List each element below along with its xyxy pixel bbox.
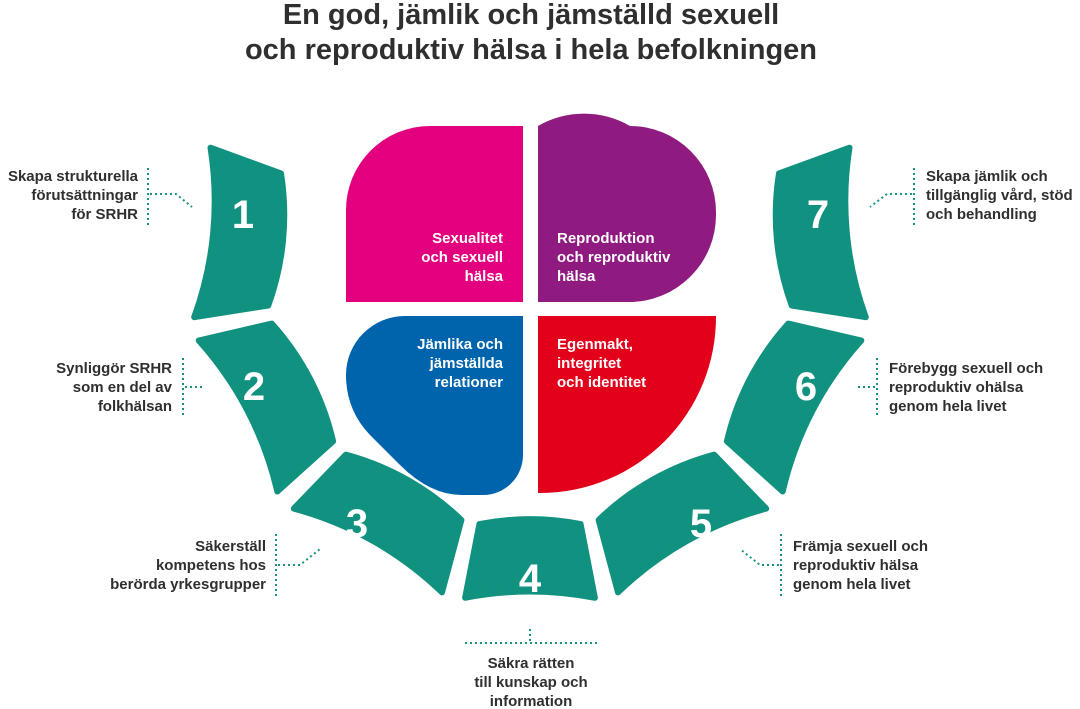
segment-1-shape [191,144,288,321]
quadrant-sexualitet-line: hälsa [465,268,504,285]
segment-2-label-line: folkhälsan [98,398,172,415]
quadrant-sexualitet-label: Sexualitet och sexuell hälsa [421,230,503,285]
segment-3-shape [290,451,465,596]
segment-3-number: 3 [346,502,368,546]
quadrant-egenmakt-line: och identitet [557,374,646,391]
quadrant-sexualitet-line: Sexualitet [432,230,503,247]
connector-5 [739,534,782,596]
segment-1-label-line: Skapa strukturella [8,168,139,185]
segment-2-label-line: som en del av [73,379,173,396]
quadrant-egenmakt-line: integritet [557,355,621,372]
segment-7-label-line: tillgänglig vård, stöd [926,187,1073,204]
segment-6-shape [723,320,865,495]
segment-1-number: 1 [232,193,254,237]
quadrant-sexualitet-line: och sexuell [421,249,503,266]
segment-2-number: 2 [243,365,265,409]
quadrant-relationer-line: jämställda [429,355,504,372]
segment-5-label-line: reproduktiv hälsa [793,557,919,574]
quadrant-relationer-shape [346,316,523,495]
connector-1 [147,168,193,226]
quadrant-reproduktion-line: Reproduktion [557,230,655,247]
segment-6-label: Förebygg sexuell och reproduktiv ohälsa … [889,360,1043,415]
segment-6-label-line: genom hela livet [889,398,1007,415]
segment-2-shape [195,320,337,495]
quadrant-egenmakt-line: Egenmakt, [557,336,633,353]
quadrant-sexualitet-shape [346,126,523,302]
segment-1-label: Skapa strukturella förutsättningar för S… [8,168,139,223]
segment-4-number: 4 [519,557,542,601]
quadrant-relationer-line: Jämlika och [417,336,503,353]
quadrant-reproduktion-line: och reproduktiv [557,249,671,266]
quadrant-egenmakt-label: Egenmakt, integritet och identitet [557,336,646,391]
segment-4-label: Säkra rätten till kunskap och informatio… [474,655,587,709]
segment-1-label-line: förutsättningar [31,187,138,204]
quadrant-relationer-line: relationer [435,374,504,391]
segment-3-label-line: Säkerställ [195,538,266,555]
connector-2 [182,358,203,416]
connector-7 [869,168,915,226]
diagram-title-line-1: En god, jämlik och jämställd sexuell [283,0,779,31]
ring-segments [191,144,869,601]
segment-6-label-line: reproduktiv ohälsa [889,379,1024,396]
segment-7-label-line: och behandling [926,206,1037,223]
connector-6 [858,358,878,416]
segment-2-label-line: Synliggör SRHR [56,360,172,377]
quadrant-egenmakt-shape [538,316,717,493]
segment-5-shape [595,451,770,596]
connector-lines [147,168,915,644]
quadrant-reproduktion-shape [538,113,716,302]
segment-5-label: Främja sexuell och reproduktiv hälsa gen… [793,538,928,593]
quadrant-reproduktion-label: Reproduktion och reproduktiv hälsa [557,230,671,285]
segment-7-number: 7 [807,193,829,237]
segment-3-label-line: berörda yrkesgrupper [110,576,266,593]
segment-7-label: Skapa jämlik och tillgänglig vård, stöd … [926,168,1073,223]
segment-1-label-line: för SRHR [71,206,138,223]
segment-7-shape [772,144,869,321]
segment-4-shape [462,516,598,601]
diagram-title-line-2: och reproduktiv hälsa i hela befolkninge… [245,34,817,66]
segment-5-label-line: Främja sexuell och [793,538,928,555]
connector-3 [275,534,321,596]
segment-7-label-line: Skapa jämlik och [926,168,1048,185]
connector-4 [465,628,598,644]
segment-2-label: Synliggör SRHR som en del av folkhälsan [56,360,172,415]
segment-5-label-line: genom hela livet [793,576,911,593]
segment-5-number: 5 [690,502,712,546]
segment-4-label-line: till kunskap och [474,674,587,691]
segment-6-label-line: Förebygg sexuell och [889,360,1043,377]
segment-4-label-line: information [490,693,573,709]
segment-3-label-line: kompetens hos [156,557,266,574]
segment-4-label-line: Säkra rätten [488,655,575,672]
quadrant-relationer-label: Jämlika och jämställda relationer [417,336,504,391]
segment-3-label: Säkerställ kompetens hos berörda yrkesgr… [110,538,266,593]
quadrant-reproduktion-line: hälsa [557,268,596,285]
segment-6-number: 6 [795,365,817,409]
